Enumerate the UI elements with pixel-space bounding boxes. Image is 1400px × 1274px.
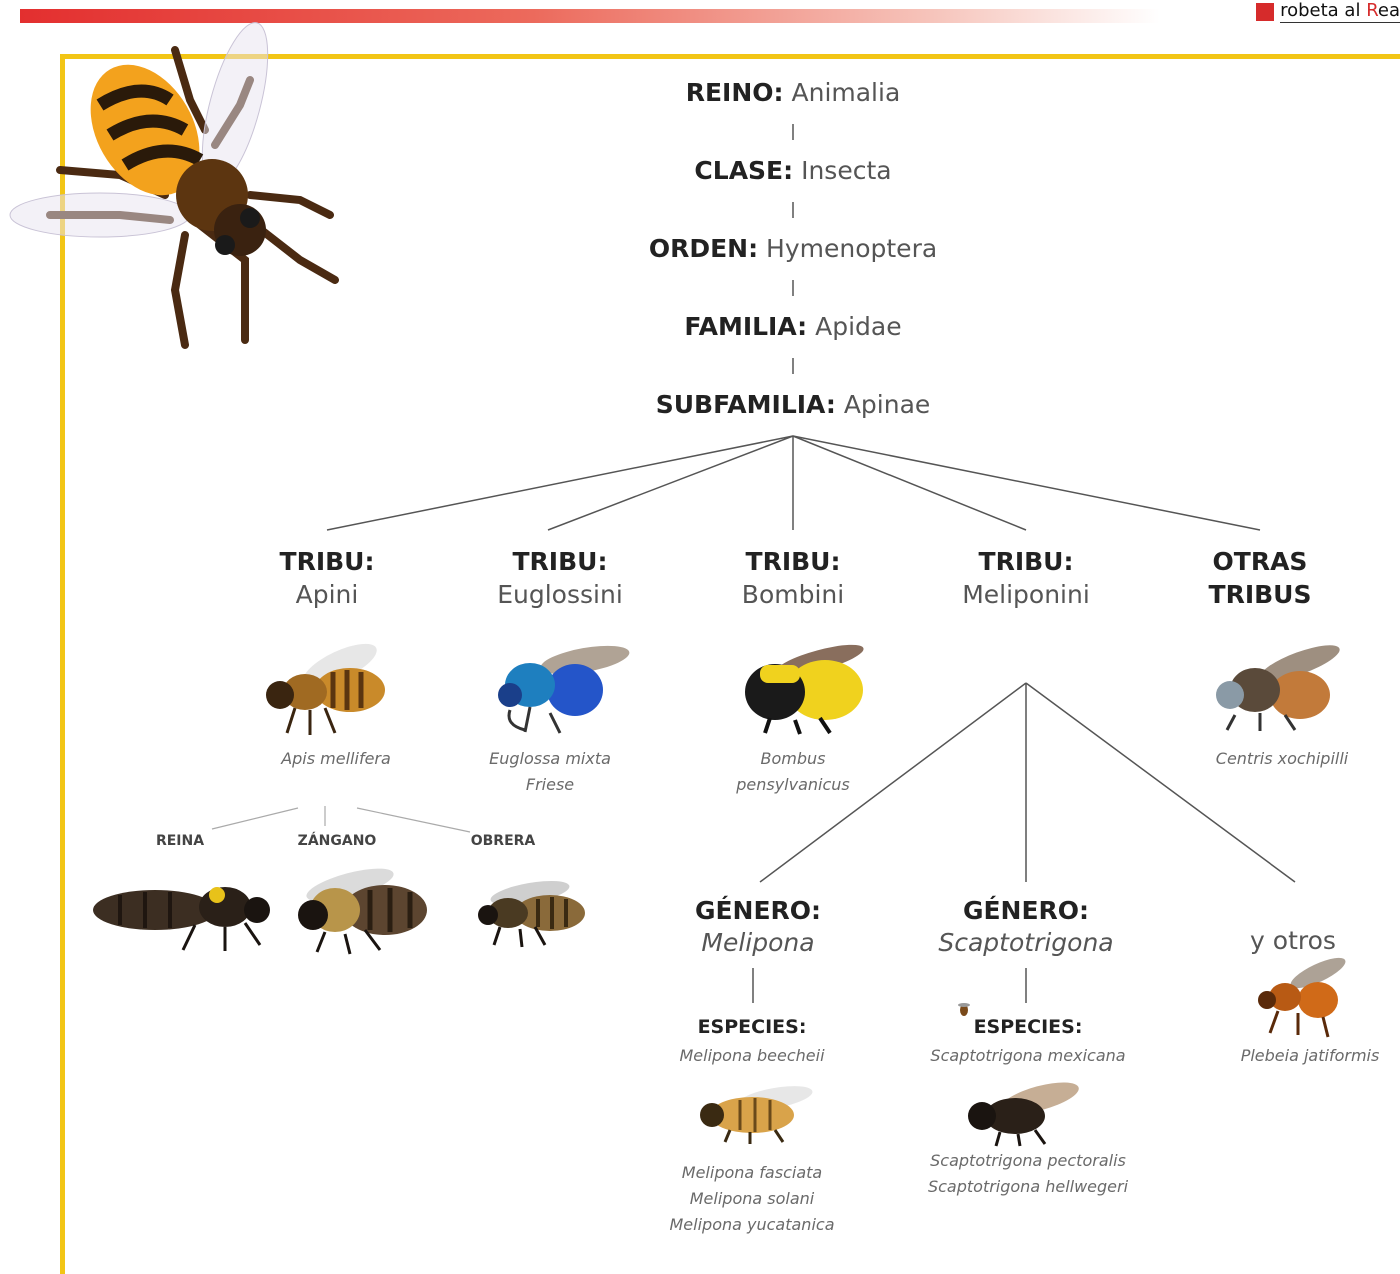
euglossa-mixta-image [490, 635, 635, 735]
reina-bee-image [85, 865, 280, 955]
caste-label-zangano: ZÁNGANO [298, 833, 377, 849]
obrera-bee-image [450, 875, 595, 950]
large-bee-illustration [0, 10, 350, 350]
tribe-euglossini: TRIBU:Euglossini [497, 545, 623, 611]
zangano-bee-image [275, 860, 440, 955]
otros-genera-label: y otros [1250, 926, 1336, 955]
plebeia-jatiformis-image [1243, 955, 1353, 1040]
connector-subfamilia-meliponini [793, 436, 1026, 530]
melipona-beecheii-image [690, 1080, 820, 1145]
melipona-species-list: Melipona fasciata Melipona solani Melipo… [670, 1160, 835, 1238]
scaptotrigona-species-list: Scaptotrigona pectoralis Scaptotrigona h… [928, 1148, 1128, 1200]
tribe-apini: TRIBU:Apini [280, 545, 375, 611]
otros-species-caption: Plebeia jatiformis [1241, 1043, 1380, 1069]
rank-orden: ORDEN: Hymenoptera [649, 234, 937, 263]
centris-xochipilli-image [1205, 635, 1345, 735]
tribe-meliponini: TRIBU:Meliponini [962, 545, 1090, 611]
connector-apis-reina [212, 808, 298, 829]
connector-subfamilia-apini [327, 436, 793, 530]
melipona-especies-label: ESPECIES: [698, 1016, 807, 1038]
melipona-species-top: Melipona beecheii [679, 1043, 824, 1069]
apini-species-caption: Apis mellifera [281, 746, 391, 772]
euglossini-species-caption: Euglossa mixtaFriese [489, 746, 611, 798]
bombini-species-caption: Bombuspensylvanicus [736, 746, 850, 798]
scaptotrigona-especies-label: ESPECIES: [974, 1016, 1083, 1038]
apis-mellifera-image [255, 630, 395, 740]
genus-scaptotrigona: GÉNERO:Scaptotrigona [938, 895, 1113, 959]
tribe-bombini: TRIBU:Bombini [742, 545, 844, 611]
rank-subfamilia: SUBFAMILIA: Apinae [656, 390, 931, 419]
bombus-pensylvanicus-image [730, 640, 875, 735]
connector-subfamilia-otras [793, 436, 1260, 530]
genus-melipona: GÉNERO:Melipona [695, 895, 821, 959]
rank-clase: CLASE: Insecta [694, 156, 891, 185]
connector-apis-obrera [357, 808, 470, 832]
caste-label-reina: REINA [156, 833, 204, 849]
caste-label-obrera: OBRERA [471, 833, 536, 849]
scaptotrigona-mexicana-image [960, 1078, 1085, 1148]
otras-species-caption: Centris xochipilli [1216, 746, 1348, 772]
rank-familia: FAMILIA: Apidae [684, 312, 901, 341]
rank-reino: REINO: Animalia [686, 78, 901, 107]
tribe-otras: OTRASTRIBUS [1209, 545, 1312, 611]
connector-subfamilia-euglossini [548, 436, 793, 530]
small-bee-icon [955, 1000, 973, 1018]
scaptotrigona-species-top: Scaptotrigona mexicana [930, 1043, 1125, 1069]
